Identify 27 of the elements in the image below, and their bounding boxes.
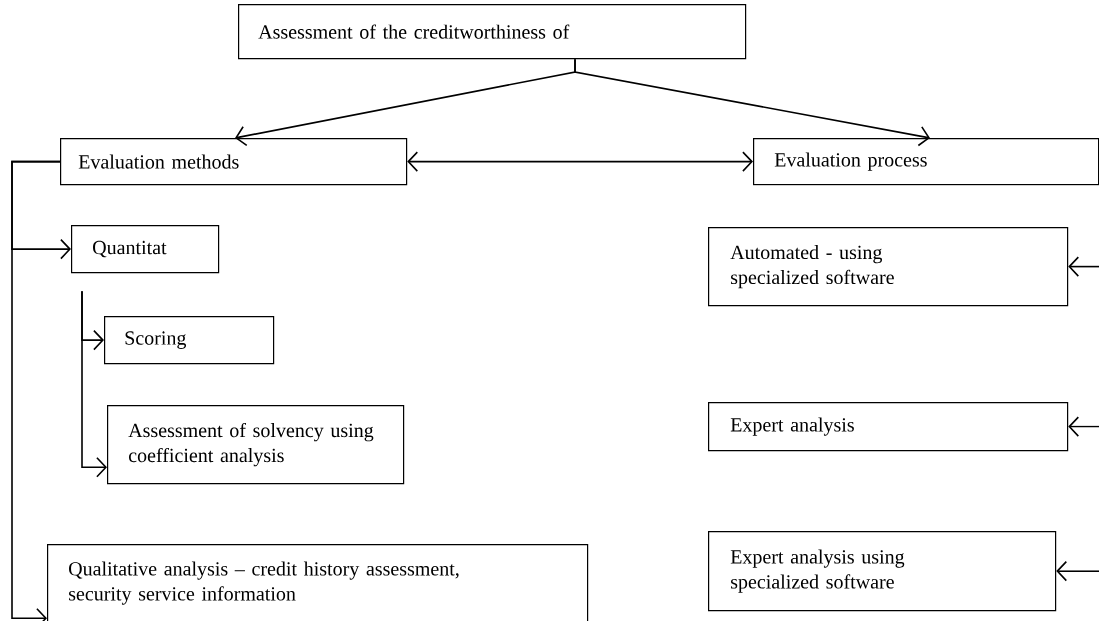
process-box — [107, 405, 405, 485]
node-label: Expert analysis using specialized software — [730, 549, 905, 593]
node-label: Qualitative analysis – credit history assessment, security service information — [69, 561, 459, 605]
process-box — [47, 544, 589, 621]
node-label: Scoring — [125, 331, 187, 349]
process-box — [104, 316, 275, 365]
process-box — [708, 402, 1069, 452]
node-label: Evaluation methods — [78, 154, 239, 169]
arrow — [1068, 416, 1099, 437]
process-box — [708, 227, 1069, 307]
node-label: Quantitat — [93, 240, 167, 258]
arrow — [1056, 560, 1099, 582]
process-box — [238, 4, 747, 60]
node-label: Assessment of the creditworthiness of — [258, 24, 570, 39]
process-box — [60, 138, 408, 186]
node-label: Expert analysis — [730, 417, 854, 436]
process-box — [753, 138, 1099, 186]
node-label: Assessment of solvency using coefficient analysis — [128, 422, 374, 467]
node-label: Automated - using specialized software — [730, 245, 894, 289]
process-box — [71, 225, 220, 274]
node-label: Evaluation process — [774, 152, 927, 171]
arrow — [407, 151, 753, 172]
arrow — [81, 290, 107, 478]
process-box — [708, 531, 1057, 612]
arrow — [1068, 256, 1099, 277]
arrow — [11, 160, 61, 621]
arrow — [574, 58, 930, 147]
